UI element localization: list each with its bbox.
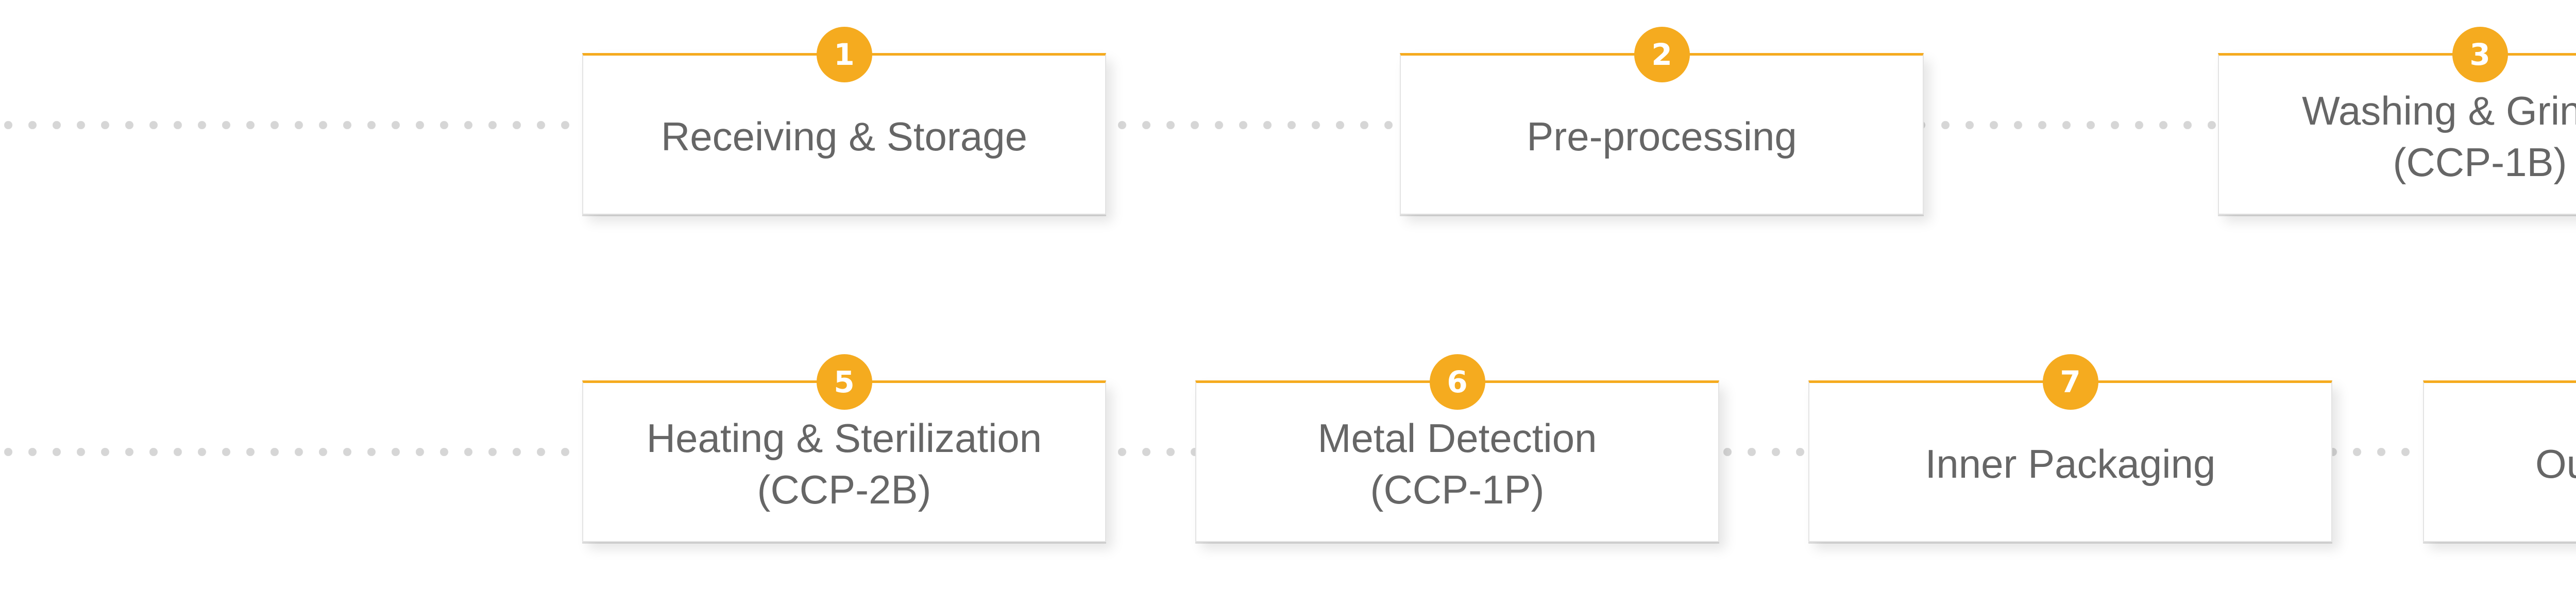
step-number-badge: 6 <box>1429 354 1485 410</box>
step-card-6: 6 Metal Detection (CCP-1P) <box>1195 354 1719 542</box>
step-number-badge: 2 <box>1634 27 1690 82</box>
step-label: Receiving & Storage <box>660 113 1028 159</box>
step-number-badge: 7 <box>2042 354 2098 410</box>
step-label: Washing & Grinding (CCP-1B) <box>2302 88 2576 185</box>
step-label: Outer Packaging <box>2535 441 2576 486</box>
step-label: Heating & Sterilization (CCP-2B) <box>646 415 1042 512</box>
step-label: Metal Detection (CCP-1P) <box>1317 415 1597 512</box>
step-card-7: 7 Inner Packaging <box>1808 354 2332 542</box>
step-number-badge: 5 <box>816 354 872 410</box>
step-card-8: 8 Outer Packaging <box>2423 380 2576 542</box>
step-card-5: 5 Heating & Sterilization (CCP-2B) <box>582 354 1106 542</box>
step-card-3: 3 Washing & Grinding (CCP-1B) <box>2218 27 2576 215</box>
step-number-badge: 1 <box>816 27 872 82</box>
step-number-badge: 3 <box>2452 27 2508 82</box>
step-card-2: 2 Pre-processing <box>1400 27 1924 215</box>
row-1-dotted-connector <box>0 121 2576 129</box>
step-card-1: 1 Receiving & Storage <box>582 27 1106 215</box>
step-label: Pre-processing <box>1527 113 1797 159</box>
step-label: Inner Packaging <box>1925 441 2216 486</box>
